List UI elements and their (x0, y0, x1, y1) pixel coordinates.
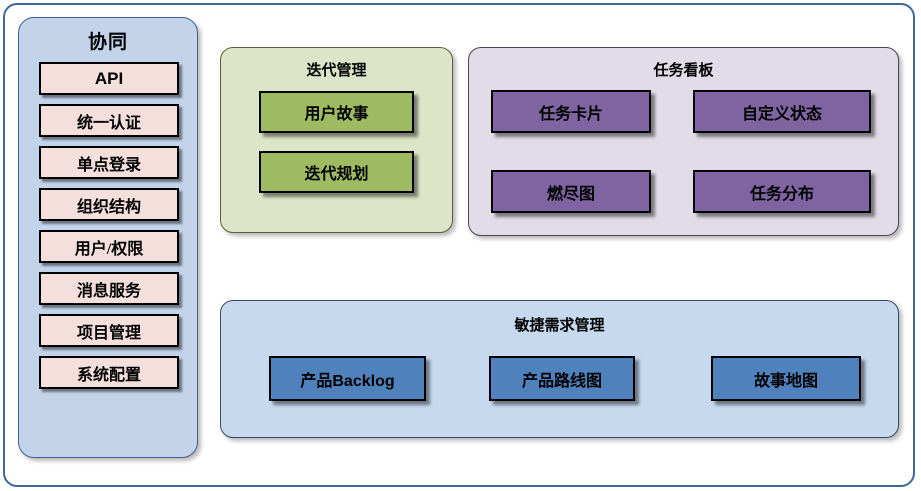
panel-iteration-title: 迭代管理 (306, 62, 367, 79)
sidebar-item-unified-auth[interactable]: 统一认证 (39, 104, 179, 137)
sidebar-item-list: API 统一认证 单点登录 组织结构 用户/权限 消息服务 项目管理 系统配置 (39, 62, 179, 398)
sidebar-item-single-sign-on[interactable]: 单点登录 (39, 146, 179, 179)
sidebar-panel-collaboration[interactable]: 协同 API 统一认证 单点登录 组织结构 用户/权限 消息服务 项目管理 系统… (18, 17, 198, 458)
sidebar-item-system-config[interactable]: 系统配置 (39, 356, 179, 389)
panel-iteration-management[interactable]: 迭代管理 用户故事 迭代规划 (220, 47, 453, 233)
box-product-backlog[interactable]: 产品Backlog (269, 356, 426, 401)
sidebar-item-user-permission[interactable]: 用户/权限 (39, 230, 179, 263)
box-task-card[interactable]: 任务卡片 (491, 90, 651, 133)
sidebar-item-project-management[interactable]: 项目管理 (39, 314, 179, 347)
box-custom-status[interactable]: 自定义状态 (693, 90, 871, 133)
box-story-map[interactable]: 故事地图 (711, 356, 861, 401)
sidebar-item-api[interactable]: API (39, 62, 179, 95)
panel-task-board[interactable]: 任务看板 任务卡片 自定义状态 燃尽图 任务分布 (468, 47, 899, 236)
sidebar-title: 协同 (87, 32, 128, 53)
panel-agile-requirement-management[interactable]: 敏捷需求管理 产品Backlog 产品路线图 故事地图 (220, 300, 899, 438)
box-task-distribution[interactable]: 任务分布 (693, 170, 871, 213)
box-burndown-chart[interactable]: 燃尽图 (491, 170, 651, 213)
sidebar-item-org-structure[interactable]: 组织结构 (39, 188, 179, 221)
panel-taskboard-title: 任务看板 (653, 62, 714, 79)
box-iteration-planning[interactable]: 迭代规划 (259, 151, 414, 193)
sidebar-item-message-service[interactable]: 消息服务 (39, 272, 179, 305)
panel-backlog-title: 敏捷需求管理 (514, 317, 605, 334)
box-user-story[interactable]: 用户故事 (259, 91, 414, 133)
box-product-roadmap[interactable]: 产品路线图 (489, 356, 635, 401)
